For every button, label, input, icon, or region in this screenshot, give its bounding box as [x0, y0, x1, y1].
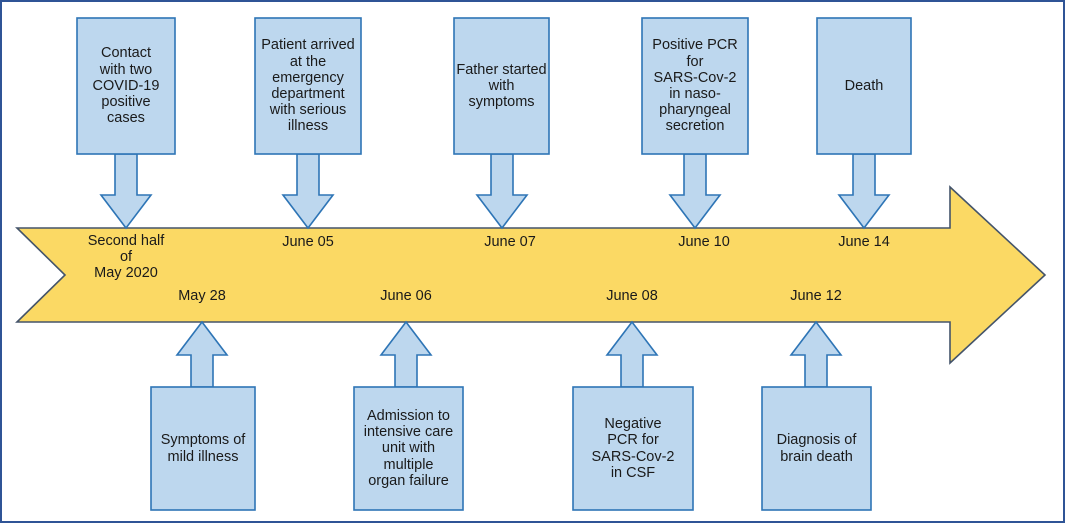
event-box-icu-admission-organ-failure — [353, 386, 464, 511]
event-box-father-symptoms — [453, 17, 550, 155]
event-box-negative-pcr-csf — [572, 386, 694, 511]
event-arrow-up-icu-admission-organ-failure — [379, 320, 433, 388]
event-box-death — [816, 17, 912, 155]
event-arrow-down-positive-pcr-nasopharyngeal — [668, 153, 722, 230]
event-box-brain-death-diagnosis — [761, 386, 872, 511]
timeline-band — [15, 185, 1047, 365]
event-arrow-down-death — [837, 153, 891, 230]
event-arrow-up-mild-illness-symptoms — [175, 320, 229, 388]
event-box-positive-pcr-nasopharyngeal — [641, 17, 749, 155]
event-arrow-down-father-symptoms — [475, 153, 529, 230]
event-arrow-down-emergency-department-arrival — [281, 153, 335, 230]
event-arrow-down-contact-covid-cases — [99, 153, 153, 230]
event-box-mild-illness-symptoms — [150, 386, 256, 511]
above-event-shapes — [76, 17, 912, 230]
event-box-emergency-department-arrival — [254, 17, 362, 155]
event-box-contact-covid-cases — [76, 17, 176, 155]
timeline-arrow-band — [15, 185, 1047, 365]
below-event-shapes — [150, 320, 872, 511]
event-arrow-up-negative-pcr-csf — [605, 320, 659, 388]
event-arrow-up-brain-death-diagnosis — [789, 320, 843, 388]
